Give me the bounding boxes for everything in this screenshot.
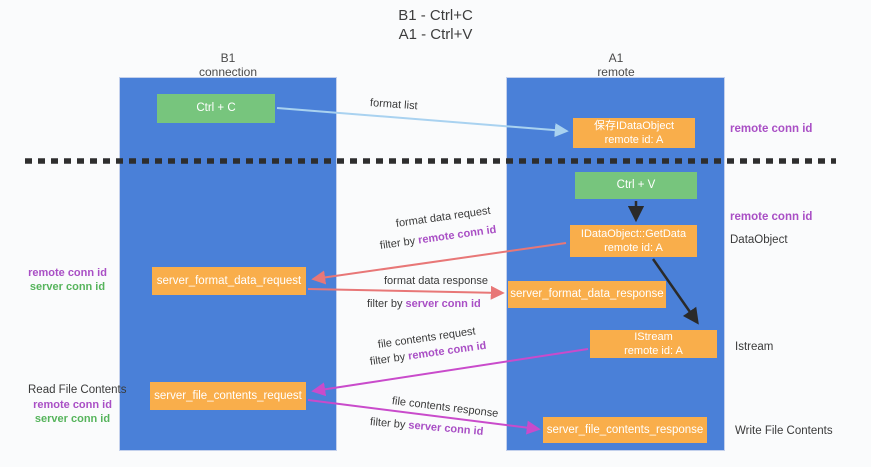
conn-id-stack-top: remote conn id server conn id: [20, 266, 115, 295]
left-column-name: B1: [220, 51, 236, 65]
right-column-role: remote: [597, 64, 635, 79]
right-column-header: A1 remote: [538, 51, 694, 80]
left-column-header: B1 connection: [150, 51, 306, 80]
server-format-data-request-label: server_format_data_request: [156, 274, 302, 287]
ctrl-c-label: Ctrl + C: [196, 102, 236, 115]
remote-conn-id-side-label-top: remote conn id: [730, 123, 813, 135]
istream-line2: remote id: A: [624, 345, 683, 357]
server-conn-id-text: server conn id: [34, 413, 111, 426]
remote-conn-id-text: remote conn id: [417, 223, 498, 247]
filter-by-text: filter by: [369, 416, 406, 432]
filter-by-text: filter by: [379, 235, 416, 252]
ctrl-v-node: Ctrl + V: [575, 172, 697, 199]
filter-by-server-conn-id-label-2: filter by server conn id: [369, 416, 483, 438]
istream-line1: IStream: [634, 330, 673, 343]
getdata-line2: remote id: A: [604, 242, 663, 254]
save-idataobject-node: 保存IDataObject remote id: A: [573, 118, 695, 148]
diagram-title: B1 - Ctrl+C A1 - Ctrl+V: [0, 7, 871, 45]
ctrl-c-node: Ctrl + C: [157, 94, 275, 123]
read-file-contents-label: Read File Contents: [28, 384, 127, 396]
write-file-contents-label: Write File Contents: [735, 425, 833, 437]
dataobject-side-label: DataObject: [730, 234, 788, 246]
format-data-response-arrow: [307, 285, 505, 300]
filter-by-text: filter by: [367, 298, 403, 310]
idataobject-getdata-node: IDataObject::GetData remote id: A: [570, 225, 697, 257]
server-conn-id-text: server conn id: [405, 298, 481, 310]
server-format-data-response-label: server_format_data_response: [510, 288, 664, 301]
server-conn-id-text: server conn id: [29, 281, 106, 294]
conn-id-stack-bottom: remote conn id server conn id: [25, 398, 120, 427]
istream-side-label: Istream: [735, 341, 774, 353]
server-file-contents-request-label: server_file_contents_request: [154, 389, 302, 402]
filter-by-text: filter by: [369, 351, 406, 368]
server-format-data-request-node: server_format_data_request: [152, 267, 306, 295]
file-contents-response-edge-label: file contents response: [391, 395, 499, 420]
remote-conn-id-side-label-mid: remote conn id: [730, 211, 813, 223]
title-line-2: A1 - Ctrl+V: [398, 25, 473, 43]
server-conn-id-text: server conn id: [407, 419, 484, 438]
save-idataobject-line1: 保存IDataObject: [593, 119, 675, 132]
remote-conn-id-text: remote conn id: [28, 267, 107, 279]
filter-by-server-conn-id-label-1: filter by server conn id: [367, 298, 481, 310]
right-column-name: A1: [608, 51, 624, 65]
left-column-role: connection: [198, 64, 258, 79]
server-file-contents-response-label: server_file_contents_response: [546, 423, 704, 436]
title-line-1: B1 - Ctrl+C: [398, 7, 473, 24]
server-file-contents-request-node: server_file_contents_request: [150, 382, 306, 410]
save-idataobject-line2: remote id: A: [604, 134, 664, 146]
format-list-edge-label: format list: [369, 97, 418, 113]
getdata-line1: IDataObject::GetData: [580, 227, 687, 240]
istream-node: IStream remote id: A: [590, 330, 717, 358]
ctrl-v-label: Ctrl + V: [616, 179, 656, 192]
format-data-response-edge-label: format data response: [384, 275, 488, 287]
remote-conn-id-text: remote conn id: [33, 399, 112, 411]
server-format-data-response-node: server_format_data_response: [508, 281, 666, 308]
server-file-contents-response-node: server_file_contents_response: [543, 417, 707, 443]
